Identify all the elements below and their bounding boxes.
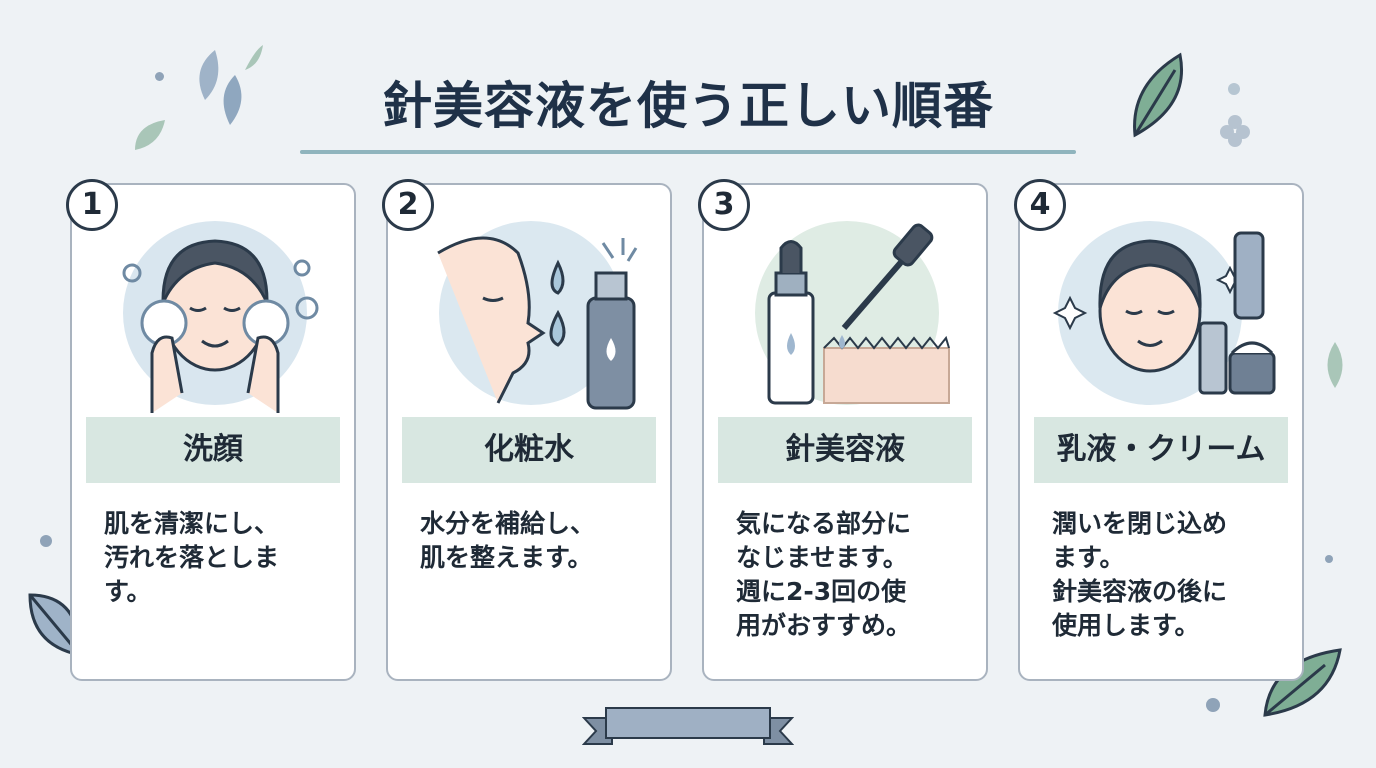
step-description-line: 気になる部分に (736, 509, 912, 538)
toner-icon (437, 221, 638, 410)
step-description-line: ます。 (1052, 543, 1125, 572)
leaf-decoration-icon (1327, 342, 1343, 388)
step-card-1: 1 洗顔 肌を清潔にし、 汚れを落としま す。 (66, 179, 356, 681)
flower-decoration-icon (1220, 115, 1250, 147)
step-description: 潤いを閉じ込め ます。 針美容液の後に 使用します。 (1052, 507, 1284, 643)
step-label: 洗顔 (86, 417, 340, 483)
step-card-4: 4 乳液・クリーム 潤いを閉じ込め ます。 針美容液の後に 使用します。 (1014, 179, 1304, 681)
step-description-line: 用がおすすめ。 (736, 611, 912, 640)
cream-icon (1052, 221, 1276, 405)
step-description-line: 肌を清潔にし、 (104, 509, 280, 538)
leaf-decoration-icon (1263, 648, 1342, 717)
step-description-line: 針美容液の後に (1052, 577, 1228, 606)
step-description: 気になる部分に なじませます。 週に2-3回の使 用がおすすめ。 (736, 507, 968, 643)
leaf-decoration-icon (135, 120, 165, 150)
step-description: 肌を清潔にし、 汚れを落としま す。 (104, 507, 336, 609)
step-description-line: 水分を補給し、 (420, 509, 596, 538)
face-wash-icon (122, 221, 319, 413)
step-description-line: 使用します。 (1052, 611, 1200, 640)
step-description-line: す。 (104, 577, 152, 606)
step-description: 水分を補給し、 肌を整えます。 (420, 507, 652, 575)
step-number-badge: 4 (1014, 179, 1066, 231)
step-description-line: なじませます。 (736, 543, 908, 572)
dot-decoration (1325, 555, 1333, 563)
serum-dropper-icon (755, 221, 950, 405)
step-description-line: 汚れを落としま (104, 543, 280, 572)
ribbon-decoration-icon (582, 707, 794, 745)
step-label: 乳液・クリーム (1034, 417, 1288, 483)
step-card-3: 3 針美容液 気になる部分に なじませます。 週に2-3回の使 用がおすすめ。 (698, 179, 988, 681)
dot-decoration (1228, 83, 1240, 95)
step-description-line: 肌を整えます。 (420, 543, 593, 572)
step-label: 針美容液 (718, 417, 972, 483)
page-title: 針美容液を使う正しい順番 (382, 77, 994, 135)
leaf-decoration-icon (1133, 52, 1183, 138)
step-label: 化粧水 (402, 417, 656, 483)
step-card-2: 2 化粧水 水分を補給し、 肌を整えます。 (382, 179, 672, 681)
step-number-badge: 3 (698, 179, 750, 231)
dot-decoration (1206, 698, 1220, 712)
dot-decoration (155, 72, 164, 81)
step-number-badge: 1 (66, 179, 118, 231)
leaf-decoration-icon (199, 45, 263, 125)
title-underline (300, 150, 1076, 154)
dot-decoration (40, 535, 52, 547)
step-description-line: 潤いを閉じ込め (1052, 509, 1228, 538)
step-description-line: 週に2-3回の使 (736, 577, 907, 606)
step-number-badge: 2 (382, 179, 434, 231)
